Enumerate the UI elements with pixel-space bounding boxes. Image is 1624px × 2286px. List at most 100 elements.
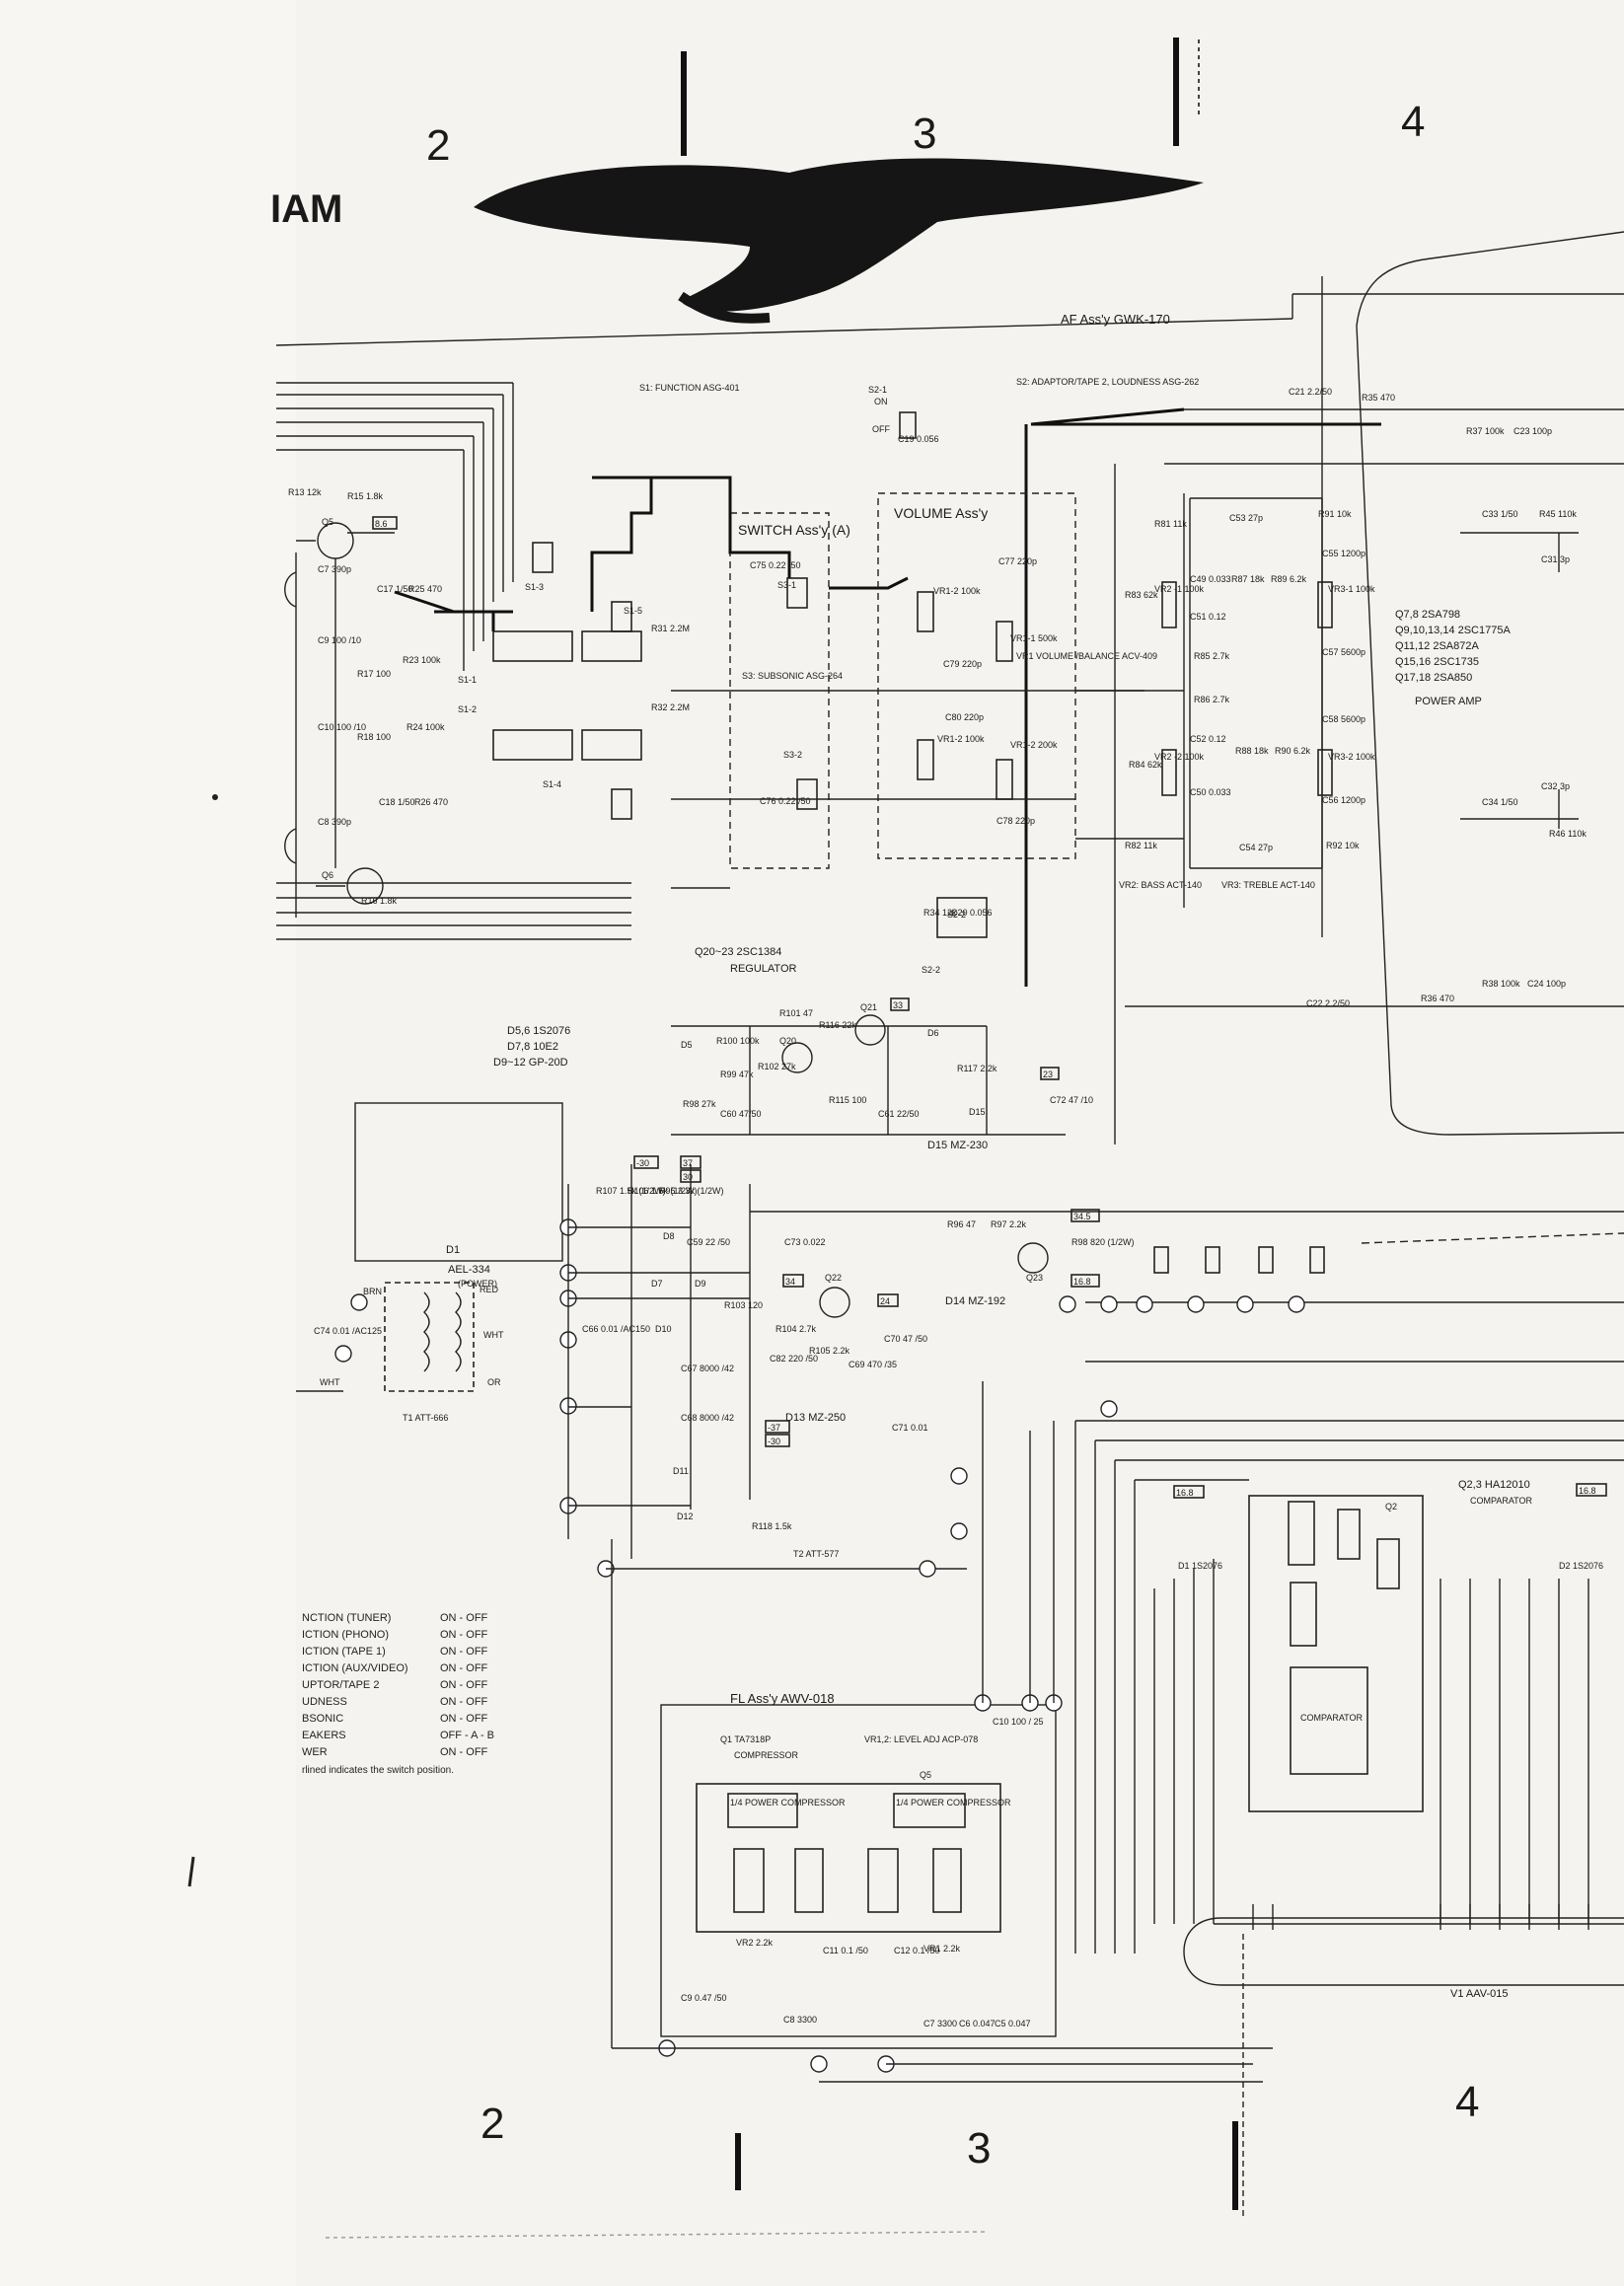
switch-assembly-label: SWITCH Ass'y (A)	[738, 522, 850, 538]
vr1-name: VR1 VOLUME /BALANCE ACV-409	[1016, 651, 1157, 661]
wire-wht-2: WHT	[320, 1377, 340, 1387]
r13-label: R13 12k	[288, 487, 322, 497]
voltage-neg30: -30	[636, 1158, 649, 1168]
legend-function: BSONIC	[302, 1713, 344, 1725]
c17-label: C17 1/50	[377, 584, 413, 594]
d10-label: D10	[655, 1324, 672, 1334]
zone-marker-bottom-3: 3	[967, 2124, 991, 2173]
compressor-vr: VR1,2: LEVEL ADJ ACP-078	[864, 1734, 978, 1744]
comparator-d1: D1 1S2076	[1178, 1561, 1222, 1571]
comparator-d2: D2 1S2076	[1559, 1561, 1603, 1571]
c7-label: C7 390p	[318, 564, 351, 574]
r90-label: R90 6.2k	[1275, 746, 1311, 756]
r16-label: R16 1.8k	[361, 896, 398, 906]
r99-label: R99 47k	[720, 1069, 754, 1079]
transistor-list-1: Q9,10,13,14 2SC1775A	[1395, 625, 1511, 636]
c61-label: C61 22/50	[878, 1109, 920, 1119]
c73-label: C73 0.022	[784, 1237, 826, 1247]
d12-label: D12	[677, 1512, 694, 1521]
s1-2-label: S1-2	[458, 704, 477, 714]
r36-label: R36 470	[1421, 994, 1454, 1003]
c9-fl: C9 0.47 /50	[681, 1993, 727, 2003]
r35-label: R35 470	[1362, 393, 1395, 403]
voltage-30: 30	[683, 1172, 693, 1182]
c79-label: C79 220p	[943, 659, 982, 669]
c50-label: C50 0.033	[1190, 787, 1231, 797]
wire-brn: BRN	[363, 1287, 382, 1296]
wire-red: RED	[480, 1285, 499, 1294]
r100-label: R100 100k	[716, 1036, 760, 1046]
r104-label: R104 2.7k	[775, 1324, 817, 1334]
q6-label: Q6	[322, 870, 333, 880]
legend-note: rlined indicates the switch position.	[302, 1765, 454, 1776]
power-amp-text: Q7,8 2SA798 Q9,10,13,14 2SC1775A Q11,12 …	[1289, 387, 1587, 1008]
power-supply: T1 ATT-666 RED WHT BRN OR WHT C74 0.01 /…	[296, 1102, 1135, 1578]
volume-assembly: VOLUME Ass'y VR1-2 100k VR1-1 500k VR1-2…	[877, 492, 1157, 859]
voltage-8.6: 8.6	[375, 519, 388, 529]
legend-function: NCTION (TUNER)	[302, 1612, 392, 1624]
c31-label: C31 3p	[1541, 554, 1570, 564]
c10-fl: C10 100 / 25	[993, 1717, 1044, 1727]
zone-marker-top-3: 3	[913, 110, 936, 158]
vfd-display: V1 AAV-015	[1183, 1904, 1624, 2000]
c9-label: C9 100 /10	[318, 635, 361, 645]
c57-label: C57 5600p	[1322, 647, 1366, 657]
legend-state: OFF - A - B	[440, 1730, 495, 1741]
c53-label: C53 27p	[1229, 513, 1263, 523]
adaptor-switch-s2: S2: ADAPTOR/TAPE 2, LOUDNESS ASG-262 S2-…	[868, 377, 1199, 987]
r98b-label: R98 27k	[683, 1099, 716, 1109]
legend-row: ICTION (TAPE 1)ON - OFF	[302, 1644, 539, 1660]
c21-label: C21 2.2/50	[1289, 387, 1332, 397]
r82-label: R82 11k	[1125, 841, 1157, 850]
r95-label: R95 3.3k (1/2W)	[659, 1186, 724, 1196]
q20-label: Q20	[779, 1036, 796, 1046]
t1-label: T1 ATT-666	[403, 1413, 448, 1423]
c77-label: C77 220p	[998, 556, 1037, 566]
compressor-ic: Q1 TA7318P	[720, 1734, 771, 1744]
input-bus	[276, 382, 631, 940]
c58-label: C58 5600p	[1322, 714, 1366, 724]
stray-dot	[212, 794, 218, 800]
r25-label: R25 470	[408, 584, 442, 594]
c32-label: C32 3p	[1541, 781, 1570, 791]
r18-label: R18 100	[357, 732, 391, 742]
d6-label: D6	[927, 1028, 939, 1038]
c19-label: C19 0.056	[898, 434, 939, 444]
compressor-block-1: 1/4 POWER COMPRESSOR	[896, 1798, 1011, 1807]
r98-label: R98 820 (1/2W)	[1071, 1237, 1135, 1247]
speaker-switch-row	[750, 1211, 1624, 1578]
r86-label: R86 2.7k	[1194, 695, 1230, 704]
r24-label: R24 100k	[406, 722, 445, 732]
s2-off: OFF	[872, 424, 890, 434]
c24-label: C24 100p	[1527, 979, 1566, 989]
r96-label: R96 47	[947, 1219, 976, 1229]
vr1-1b-label: VR1-1 500k	[1010, 633, 1058, 643]
zener-d13: D13 MZ-250	[785, 1412, 846, 1424]
s2-2-label: S2-2	[947, 910, 966, 920]
legend-state: ON - OFF	[440, 1662, 488, 1674]
voltage-neg30b: -30	[768, 1437, 780, 1446]
c22-label: C22 2.2/50	[1306, 998, 1350, 1008]
vr1-2b-label: VR1-2 200k	[1010, 740, 1058, 750]
r15-label: R15 1.8k	[347, 491, 384, 501]
c49-label: C49 0.033	[1190, 574, 1231, 584]
r115-label: R115 100	[829, 1095, 866, 1105]
wire-wht: WHT	[483, 1330, 504, 1340]
signal-wires	[592, 407, 1624, 1144]
diode-list-1: D7,8 10E2	[507, 1041, 558, 1053]
voltage-34.5: 34.5	[1073, 1212, 1091, 1221]
r92-label: R92 10k	[1326, 841, 1360, 850]
zone-marker-bottom-4: 4	[1455, 2078, 1479, 2126]
power-led-ref: D1	[446, 1244, 460, 1256]
r91-label: R91 10k	[1318, 509, 1352, 519]
s1-name: S1: FUNCTION ASG-401	[639, 383, 740, 393]
s3-2-label: S3-2	[783, 750, 802, 760]
d15-label: D15	[969, 1107, 986, 1117]
s1-4-label: S1-4	[543, 779, 561, 789]
s1-5-label: S1-5	[624, 606, 642, 616]
s2-on: ON	[874, 397, 888, 406]
vr1-fl: VR1 2.2k	[923, 1944, 961, 1954]
